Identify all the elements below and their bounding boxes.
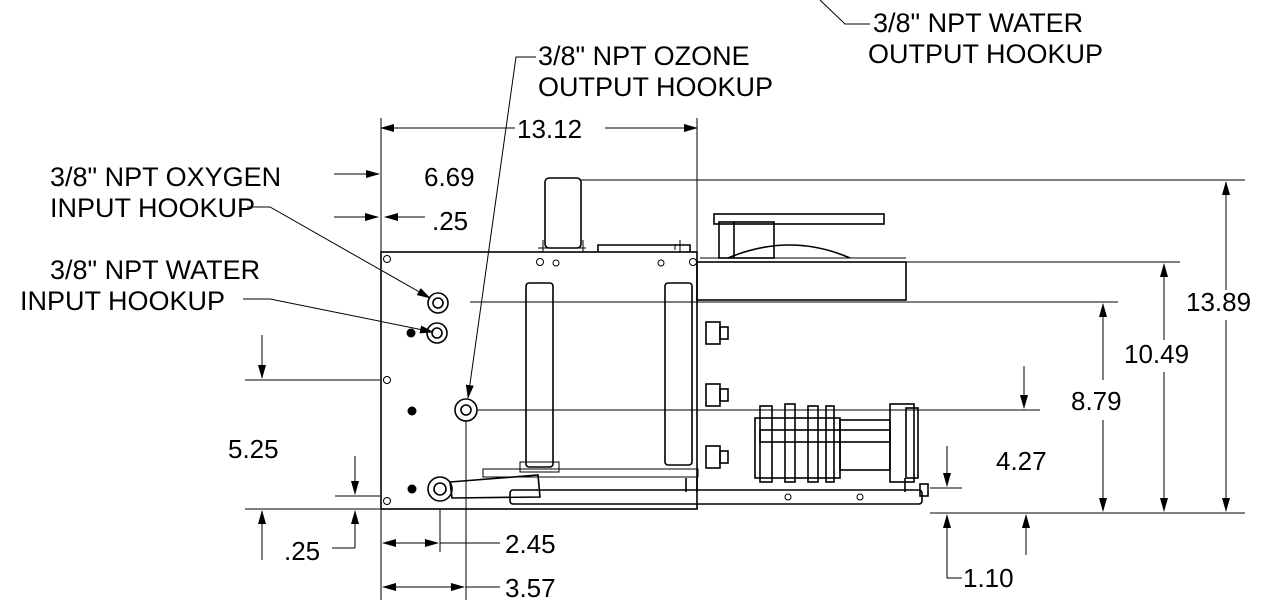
callout-water-output: 3/8" NPT WATER OUTPUT HOOKUP	[819, 0, 1103, 69]
svg-text:.25: .25	[432, 206, 468, 236]
svg-text:3/8" NPT WATER: 3/8" NPT WATER	[50, 255, 260, 285]
svg-text:INPUT HOOKUP: INPUT HOOKUP	[20, 286, 225, 316]
svg-text:3/8" NPT WATER: 3/8" NPT WATER	[873, 8, 1083, 38]
dim-1-10: 1.10	[943, 514, 1030, 593]
svg-text:8.79: 8.79	[1071, 386, 1122, 416]
svg-text:1.10: 1.10	[963, 563, 1014, 593]
svg-text:OUTPUT HOOKUP: OUTPUT HOOKUP	[538, 72, 773, 102]
ozone-output-fitting	[454, 398, 478, 422]
dim-0-25-bottom: .25	[284, 456, 359, 566]
svg-text:5.25: 5.25	[228, 434, 279, 464]
svg-text:3/8" NPT OXYGEN: 3/8" NPT OXYGEN	[50, 162, 281, 192]
drain-fitting	[427, 474, 541, 502]
dim-3-57: 3.57	[382, 573, 556, 603]
callout-water-input: 3/8" NPT WATER INPUT HOOKUP	[20, 255, 434, 334]
extension-lines	[245, 118, 1245, 600]
svg-text:INPUT HOOKUP: INPUT HOOKUP	[50, 193, 255, 223]
water-input-fitting	[426, 322, 448, 344]
dim-overall-width: 13.12	[380, 114, 698, 144]
dim-2-45: 2.45	[382, 529, 556, 559]
dim-8-79: 8.79	[1071, 303, 1122, 512]
dim-0-25-top: .25	[334, 206, 468, 236]
svg-text:4.27: 4.27	[996, 446, 1047, 476]
callout-oxygen-input: 3/8" NPT OXYGEN INPUT HOOKUP	[50, 162, 431, 299]
svg-text:13.12: 13.12	[517, 114, 582, 144]
svg-text:6.69: 6.69	[424, 162, 475, 192]
dim-5-25: 5.25	[228, 335, 279, 560]
svg-text:2.45: 2.45	[505, 529, 556, 559]
svg-text:13.89: 13.89	[1186, 287, 1251, 317]
dim-13-89: 13.89	[1186, 181, 1251, 512]
dim-10-49: 10.49	[1124, 263, 1189, 512]
dim-4-27: 4.27	[943, 366, 1047, 487]
svg-text:OUTPUT HOOKUP: OUTPUT HOOKUP	[868, 39, 1103, 69]
svg-text:10.49: 10.49	[1124, 339, 1189, 369]
callout-ozone-output: 3/8" NPT OZONE OUTPUT HOOKUP	[465, 41, 773, 399]
svg-text:.25: .25	[284, 536, 320, 566]
dim-6-69: 6.69	[334, 162, 475, 192]
svg-text:3/8" NPT OZONE: 3/8" NPT OZONE	[538, 41, 750, 71]
machine-body	[380, 177, 929, 510]
svg-text:3.57: 3.57	[505, 573, 556, 603]
oxygen-input-fitting	[427, 292, 449, 314]
